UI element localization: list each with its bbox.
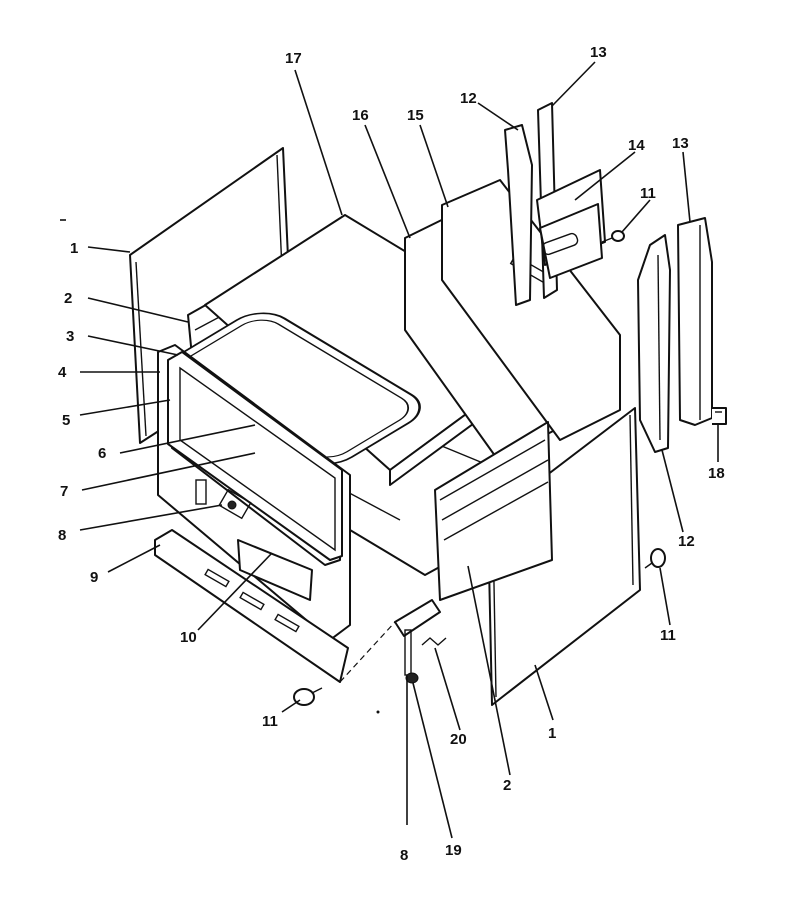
callout-8-bottom: 8 xyxy=(400,847,408,864)
leader-lines xyxy=(79,61,719,839)
leveling-leg-right xyxy=(644,548,666,569)
callout-13-top: 13 xyxy=(590,44,607,61)
callout-11-right: 11 xyxy=(660,627,676,644)
callout-6: 6 xyxy=(98,445,106,462)
callout-3: 3 xyxy=(66,328,74,345)
callout-20: 20 xyxy=(450,731,467,748)
control-bracket xyxy=(195,479,252,520)
callout-labels: 1 2 3 4 5 6 7 8 9 10 11 17 16 15 12 13 1… xyxy=(58,44,725,864)
callout-16: 16 xyxy=(352,107,369,124)
callout-2-bottom: 2 xyxy=(503,777,511,794)
assembly-guide-line xyxy=(339,621,396,683)
kick-panel xyxy=(154,529,349,683)
leveling-leg-left xyxy=(293,687,323,706)
callout-7: 7 xyxy=(60,483,68,500)
callout-1-right: 1 xyxy=(548,725,556,742)
callout-12-top: 12 xyxy=(460,90,477,107)
right-rear-trim xyxy=(637,217,713,453)
mark-dot xyxy=(376,710,380,714)
callout-9: 9 xyxy=(90,569,98,586)
callout-18: 18 xyxy=(708,465,725,482)
callout-19: 19 xyxy=(445,842,462,859)
oven-door-window xyxy=(167,351,343,561)
side-bracket xyxy=(434,421,553,601)
callout-5: 5 xyxy=(62,412,70,429)
callout-1-left: 1 xyxy=(70,240,78,257)
callout-11-top: 11 xyxy=(640,185,656,202)
callout-13-right: 13 xyxy=(672,135,689,152)
leveling-leg-top xyxy=(601,230,625,243)
backguard-assembly xyxy=(504,102,606,306)
right-side-panel xyxy=(487,407,641,706)
callout-17: 17 xyxy=(285,50,302,67)
storage-drawer-panel xyxy=(237,539,313,601)
callout-2-left: 2 xyxy=(64,290,72,307)
leveler-bracket xyxy=(394,599,447,684)
callout-10: 10 xyxy=(180,629,197,646)
callout-12-right: 12 xyxy=(678,533,695,550)
callout-11-bottom-left: 11 xyxy=(262,713,278,730)
callout-15: 15 xyxy=(407,107,424,124)
callout-4: 4 xyxy=(58,364,67,381)
callout-8-left: 8 xyxy=(58,527,66,544)
bracket-18 xyxy=(712,407,727,425)
callout-14: 14 xyxy=(628,137,645,154)
